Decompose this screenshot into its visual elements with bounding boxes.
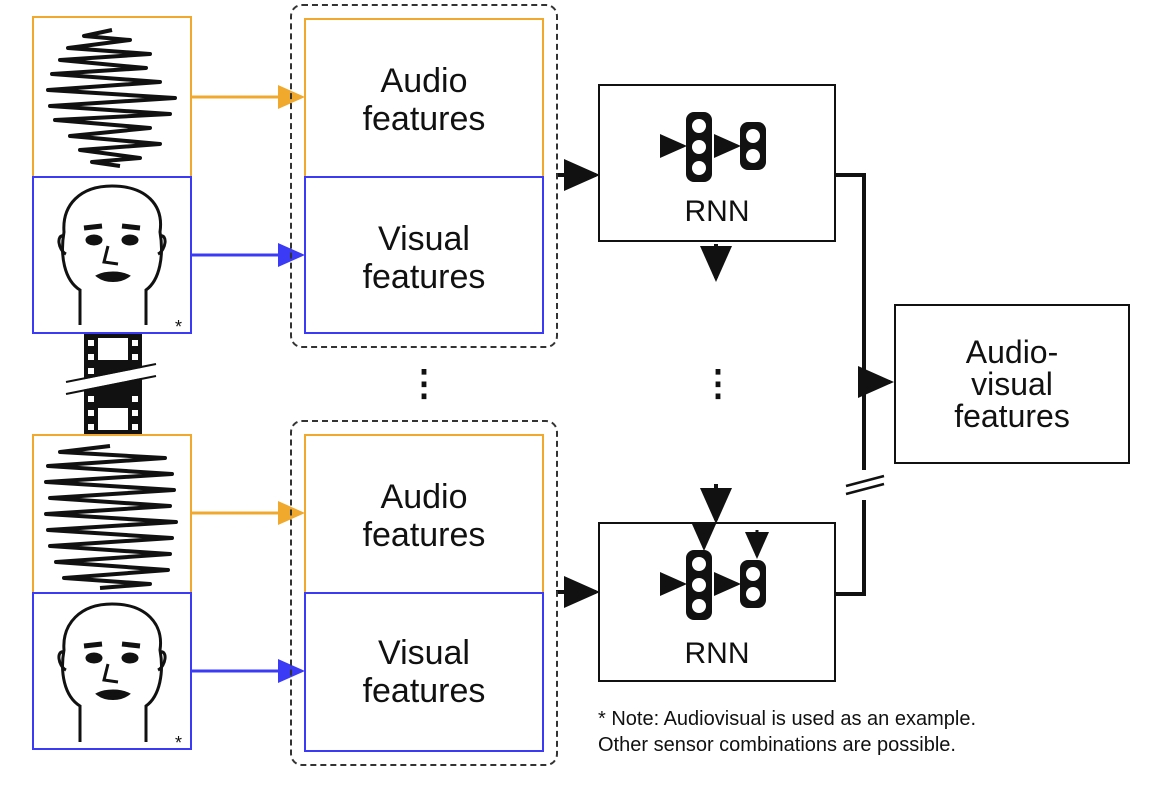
audio-waveform-icon	[44, 444, 178, 590]
rnn-block-top: RNN	[598, 84, 836, 242]
rnn-cells-icon	[660, 524, 769, 620]
footnote-line-1: * Note: Audiovisual is used as an exampl…	[598, 708, 976, 730]
rnn-label: RNN	[684, 637, 750, 670]
rnn-cells-icon	[660, 112, 766, 182]
visual-features-label: Visual features	[362, 634, 486, 710]
footnote-line-2: Other sensor combinations are possible.	[598, 734, 956, 756]
audiovisual-features-label: Audio- visual features	[954, 334, 1070, 434]
face-icon	[57, 184, 167, 325]
face-icon	[57, 602, 167, 742]
feature-group	[290, 420, 558, 766]
group-ellipsis: ⋮	[406, 362, 442, 403]
visual-features-label: Visual features	[362, 220, 486, 296]
feature-group	[290, 4, 558, 348]
audio-features-box: Audio features	[304, 434, 544, 594]
footnote-star: *	[175, 317, 183, 337]
film-strip-icon	[65, 334, 157, 434]
visual-features-box: Visual features	[304, 592, 544, 752]
audio-input-frame	[32, 434, 192, 594]
visual-input-frame	[32, 176, 192, 334]
rnn-label: RNN	[684, 195, 750, 228]
audio-features-label: Audio features	[362, 62, 486, 138]
audio-waveform-icon	[46, 28, 177, 168]
rnn-block-bottom: RNN	[598, 522, 836, 682]
connector-break-mark	[845, 474, 885, 496]
footnote: * Note: Audiovisual is used as an exampl…	[598, 706, 1158, 758]
rnn-to-output-connector	[836, 173, 894, 596]
footnote-star: *	[175, 733, 183, 753]
audio-input-frame	[32, 16, 192, 178]
visual-input-frame	[32, 592, 192, 750]
rnn-ellipsis: ⋮	[700, 362, 736, 403]
audiovisual-features-box: Audio- visual features	[894, 304, 1130, 464]
visual-features-box: Visual features	[304, 176, 544, 334]
audio-features-label: Audio features	[362, 478, 486, 554]
audio-features-box: Audio features	[304, 18, 544, 178]
